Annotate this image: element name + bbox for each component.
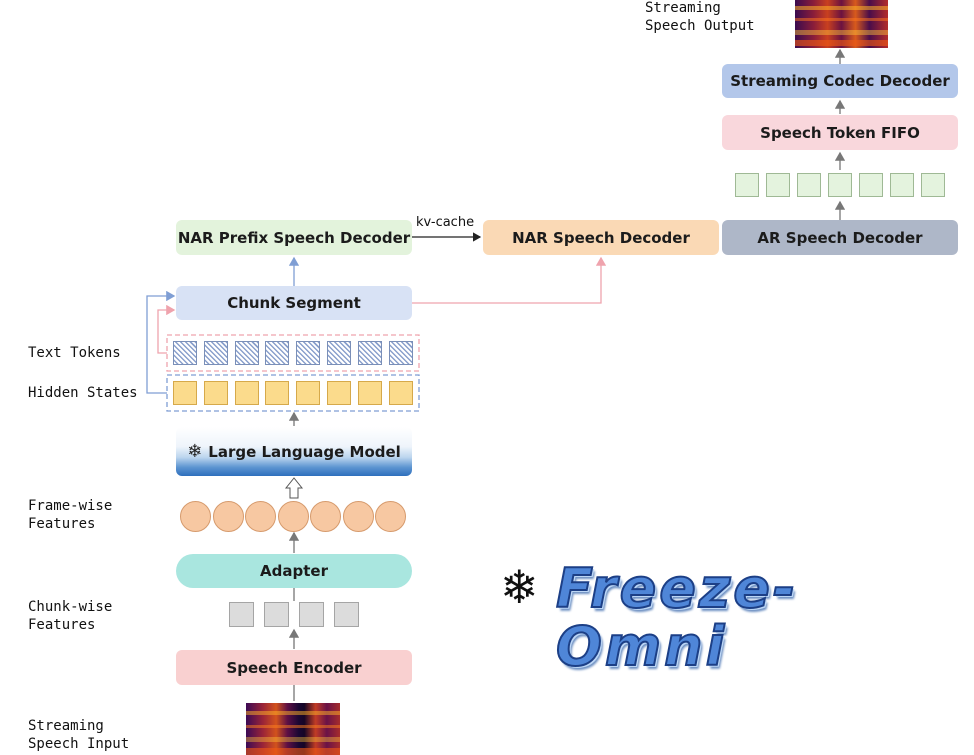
- label-hidden-states: Hidden States: [28, 385, 138, 401]
- label-line: Speech Output: [645, 18, 755, 34]
- frame-feature: [212, 501, 244, 532]
- snowflake-icon: ❄: [187, 441, 203, 462]
- frame-feature: [180, 501, 211, 532]
- hollow-arrow-frames-to-llm: [284, 477, 304, 499]
- hidden-state-token: [265, 381, 290, 405]
- frame-feature: [245, 501, 276, 532]
- output-spectrogram: [795, 0, 888, 48]
- label-text-tokens: Text Tokens: [28, 345, 121, 361]
- pink-line-text-to-chunk: [157, 304, 176, 354]
- text-token: [173, 341, 197, 365]
- text-token: [357, 341, 382, 365]
- label-line: Streaming: [28, 718, 104, 734]
- label-line: Features: [28, 617, 96, 633]
- label-streaming-input: Streaming Speech Input: [28, 717, 129, 753]
- label-frame-wise: Frame-wise Features: [28, 497, 112, 533]
- hidden-state-token: [173, 381, 197, 405]
- hidden-state-token: [388, 381, 413, 405]
- hidden-state-token: [203, 381, 228, 405]
- speech-token: [797, 173, 821, 197]
- speech-token: [921, 173, 945, 197]
- freeze-omni-logo: ❄ Freeze-Omni: [500, 556, 930, 677]
- label-line: Speech Input: [28, 736, 130, 752]
- text-token: [234, 341, 259, 365]
- nar-speech-decoder-box: NAR Speech Decoder: [483, 220, 719, 255]
- speech-token-fifo-box: Speech Token FIFO: [722, 115, 958, 150]
- frame-feature: [342, 501, 374, 532]
- speech-token: [890, 173, 914, 197]
- logo-text: Freeze-Omni: [555, 557, 799, 678]
- llm-label: Large Language Model: [208, 442, 401, 461]
- label-streaming-output: Streaming Speech Output: [645, 0, 755, 35]
- chunk-feature: [229, 602, 254, 627]
- frame-feature: [375, 501, 406, 532]
- text-token: [327, 341, 351, 365]
- label-line: Frame-wise: [28, 498, 113, 514]
- hidden-state-token: [296, 381, 321, 405]
- text-token: [296, 341, 321, 365]
- large-language-model-box: ❄ Large Language Model: [176, 427, 412, 476]
- text-token: [388, 341, 413, 365]
- adapter-box: Adapter: [176, 554, 412, 588]
- label-line: Chunk-wise: [28, 599, 113, 615]
- chunk-segment-box: Chunk Segment: [176, 286, 412, 320]
- text-token: [265, 341, 290, 365]
- streaming-codec-decoder-box: Streaming Codec Decoder: [722, 64, 958, 98]
- speech-token: [828, 173, 852, 197]
- input-spectrogram: [246, 703, 340, 755]
- frame-feature: [310, 501, 341, 532]
- hidden-state-token: [327, 381, 351, 405]
- hidden-state-token: [357, 381, 382, 405]
- snowflake-icon: ❄: [500, 560, 539, 614]
- label-line: Features: [28, 516, 96, 532]
- blue-line-hidden-to-chunk: [146, 290, 176, 394]
- chunk-feature: [334, 602, 359, 627]
- label-kv-cache: kv-cache: [416, 215, 475, 230]
- frame-feature: [277, 501, 309, 532]
- speech-encoder-box: Speech Encoder: [176, 650, 412, 685]
- speech-token: [735, 173, 759, 197]
- speech-token: [766, 173, 790, 197]
- pink-line-chunk-to-nar: [412, 256, 607, 304]
- text-token: [203, 341, 228, 365]
- chunk-feature: [264, 602, 289, 627]
- speech-token: [859, 173, 883, 197]
- ar-speech-decoder-box: AR Speech Decoder: [722, 220, 958, 255]
- nar-prefix-speech-decoder-box: NAR Prefix Speech Decoder: [176, 220, 412, 255]
- label-chunk-wise: Chunk-wise Features: [28, 598, 112, 634]
- label-line: Streaming: [645, 0, 721, 16]
- hidden-state-token: [234, 381, 259, 405]
- chunk-feature: [299, 602, 324, 627]
